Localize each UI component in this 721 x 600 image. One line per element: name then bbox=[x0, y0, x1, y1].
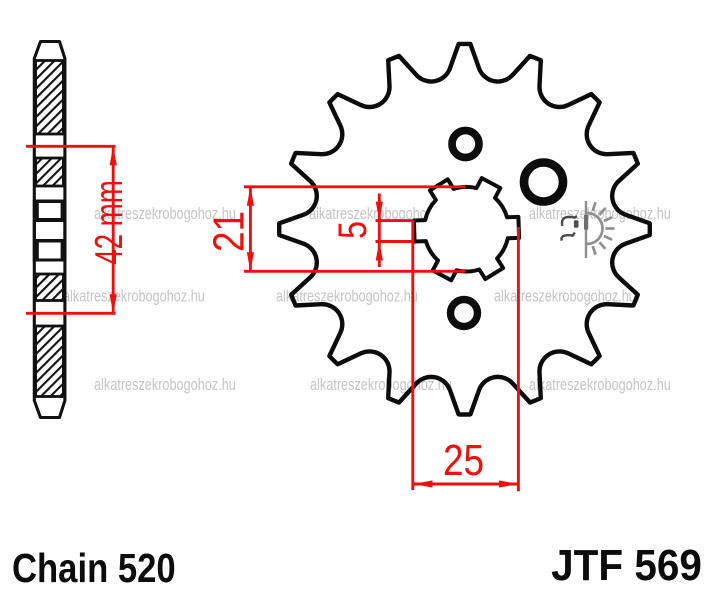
svg-text:alkatreszekrobogohoz.hu: alkatreszekrobogohoz.hu bbox=[94, 375, 236, 394]
svg-text:alkatreszekrobogohoz.hu: alkatreszekrobogohoz.hu bbox=[63, 287, 205, 306]
svg-text:alkatreszekrobogohoz.hu: alkatreszekrobogohoz.hu bbox=[494, 287, 636, 306]
svg-text:42 mm: 42 mm bbox=[87, 180, 131, 265]
svg-text:alkatreszekrobogohoz.hu: alkatreszekrobogohoz.hu bbox=[94, 204, 236, 223]
svg-text:alkatreszekrobogohoz.hu: alkatreszekrobogohoz.hu bbox=[529, 375, 671, 394]
svg-text:21: 21 bbox=[203, 211, 253, 252]
svg-text:alkatreszekrobogohoz.hu: alkatreszekrobogohoz.hu bbox=[310, 375, 452, 394]
svg-text:25: 25 bbox=[443, 435, 484, 485]
svg-text:alkatreszekrobogohoz.hu: alkatreszekrobogohoz.hu bbox=[276, 287, 418, 306]
svg-text:5: 5 bbox=[330, 221, 375, 239]
